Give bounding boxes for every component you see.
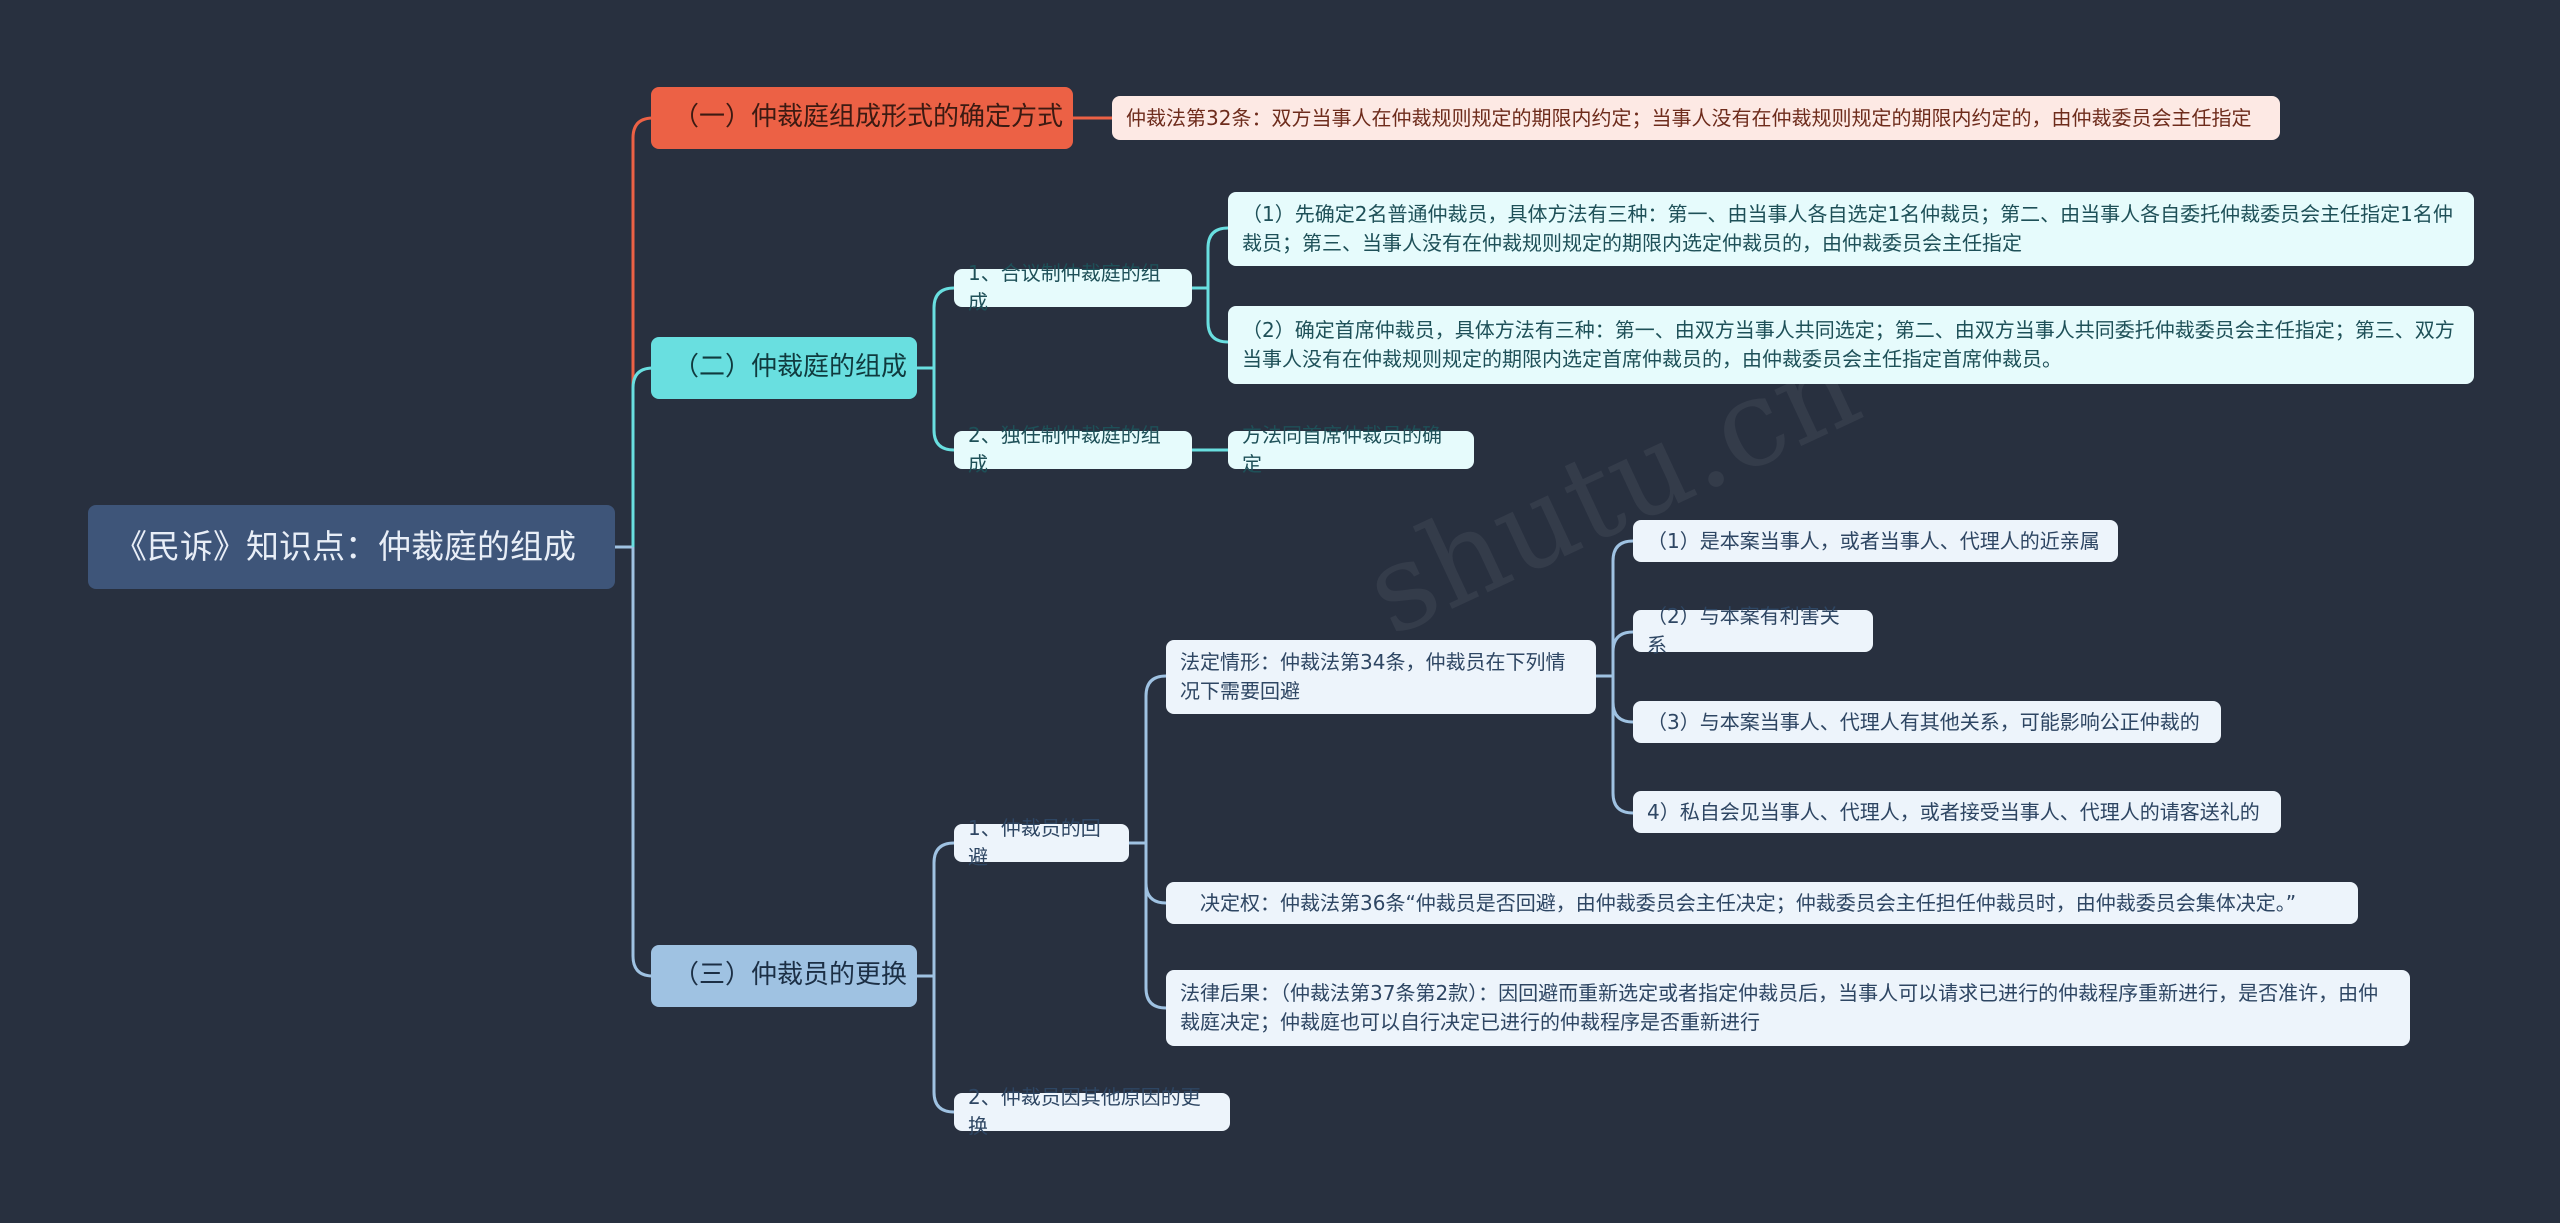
other-replacement-node[interactable]: 2、仲裁员因其他原因的更换	[954, 1085, 1230, 1138]
recusal-decision-power[interactable]: 决定权：仲裁法第36条“仲裁员是否回避，由仲裁委员会主任决定；仲裁委员会主任担任…	[1166, 882, 2358, 924]
recusal-node[interactable]: 1、仲裁员的回避	[954, 816, 1129, 869]
collegial-step-2[interactable]: （2）确定首席仲裁员，具体方法有三种：第一、由双方当事人共同选定；第二、由双方当…	[1228, 306, 2474, 384]
sole-arbitrator-method[interactable]: 方法同首席仲裁员的确定	[1228, 423, 1474, 476]
leaf-article-32[interactable]: 仲裁法第32条：双方当事人在仲裁规则规定的期限内约定；当事人没有在仲裁规则规定的…	[1112, 96, 2280, 140]
recusal-ground-2[interactable]: （2）与本案有利害关系	[1633, 604, 1873, 657]
recusal-legal-consequence[interactable]: 法律后果：（仲裁法第37条第2款）：因回避而重新选定或者指定仲裁员后，当事人可以…	[1166, 970, 2410, 1046]
branch-composition-form[interactable]: （一）仲裁庭组成形式的确定方式	[651, 87, 1073, 149]
recusal-legal-grounds[interactable]: 法定情形：仲裁法第34条，仲裁员在下列情况下需要回避	[1166, 640, 1596, 714]
recusal-ground-3[interactable]: （3）与本案当事人、代理人有其他关系，可能影响公正仲裁的	[1633, 701, 2221, 743]
collegial-tribunal-node[interactable]: 1、合议制仲裁庭的组成	[954, 261, 1192, 314]
branch-arbitrator-replacement[interactable]: （三）仲裁员的更换	[651, 945, 917, 1007]
branch-tribunal-composition[interactable]: （二）仲裁庭的组成	[651, 337, 917, 399]
sole-arbitrator-node[interactable]: 2、独任制仲裁庭的组成	[954, 423, 1192, 476]
recusal-ground-1[interactable]: （1）是本案当事人，或者当事人、代理人的近亲属	[1633, 520, 2118, 562]
recusal-ground-4[interactable]: 4）私自会见当事人、代理人，或者接受当事人、代理人的请客送礼的	[1633, 791, 2281, 833]
root-topic[interactable]: 《民诉》知识点：仲裁庭的组成	[88, 505, 615, 589]
collegial-step-1[interactable]: （1）先确定2名普通仲裁员，具体方法有三种：第一、由当事人各自选定1名仲裁员；第…	[1228, 192, 2474, 266]
